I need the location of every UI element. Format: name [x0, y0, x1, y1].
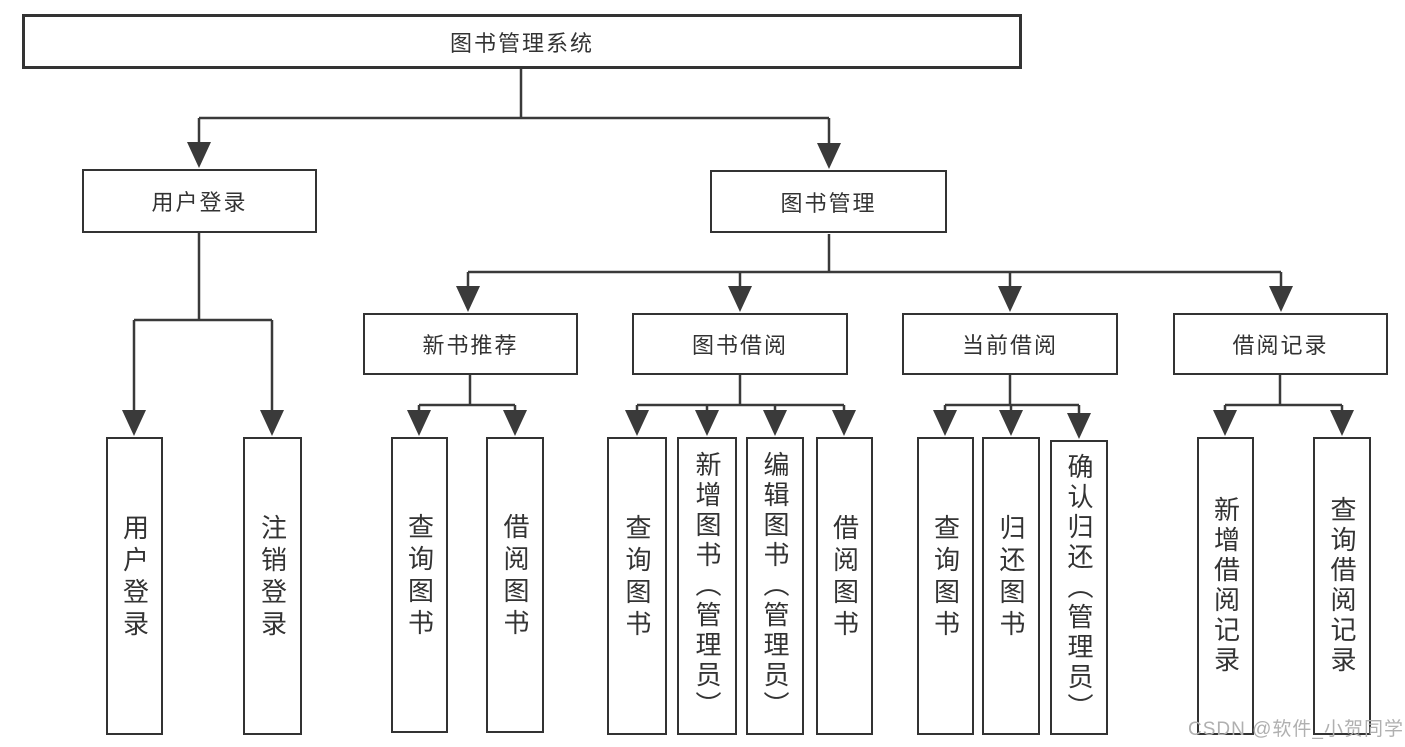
node-label: 编辑图书（管理员） — [760, 451, 790, 721]
arrow-down-icons — [122, 142, 1354, 439]
arrow-down-icon — [456, 286, 480, 312]
leaf-query-borrow-record: 查询借阅记录 — [1313, 437, 1371, 735]
arrow-down-icon — [1269, 286, 1293, 312]
arrow-down-icon — [817, 143, 841, 169]
arrow-down-icon — [122, 410, 146, 436]
tree-branch-lines — [132, 69, 1344, 417]
leaf-add-borrow-record: 新增借阅记录 — [1197, 437, 1254, 735]
node-label: 图书管理 — [780, 190, 877, 216]
node-label: 归还图书 — [996, 514, 1026, 642]
arrow-down-icon — [998, 286, 1022, 312]
node-borrowing-records: 借阅记录 — [1173, 313, 1388, 375]
leaf-query-books-current: 查询图书 — [917, 437, 974, 735]
arrow-down-icon — [260, 410, 284, 436]
leaf-query-books-borrowing: 查询图书 — [607, 437, 667, 735]
node-user-login: 用户登录 — [82, 169, 317, 233]
leaf-borrow-books-borrowing: 借阅图书 — [816, 437, 873, 735]
arrow-down-icon — [1213, 410, 1237, 436]
node-label: 借阅记录 — [1232, 333, 1329, 358]
node-label: 新增图书（管理员） — [692, 451, 722, 721]
node-label: 新书推荐 — [422, 333, 519, 358]
arrow-down-icon — [407, 410, 431, 436]
csdn-watermark: CSDN @软件_小贺同学 — [1188, 719, 1404, 740]
arrow-down-icon — [625, 410, 649, 436]
arrow-down-icon — [832, 410, 856, 436]
leaf-return-books: 归还图书 — [982, 437, 1040, 735]
node-label: 查询借阅记录 — [1327, 496, 1357, 676]
node-label: 借阅图书 — [500, 513, 530, 641]
node-label: 新增借阅记录 — [1210, 496, 1241, 676]
leaf-user-login: 用户登录 — [106, 437, 163, 735]
node-library-system: 图书管理系统 — [22, 14, 1022, 69]
leaf-logout: 注销登录 — [243, 437, 302, 735]
node-label: 图书借阅 — [691, 333, 788, 358]
node-label: 注销登录 — [257, 514, 288, 642]
arrow-down-icon — [933, 410, 957, 436]
arrow-down-icon — [503, 410, 527, 436]
arrow-down-icon — [187, 142, 211, 168]
node-label: 确认归还（管理员） — [1064, 452, 1094, 723]
node-label: 用户登录 — [119, 514, 150, 642]
node-book-borrowing: 图书借阅 — [632, 313, 848, 375]
arrow-down-icon — [1330, 410, 1354, 436]
arrow-down-icon — [695, 410, 719, 436]
leaf-edit-book-admin: 编辑图书（管理员） — [746, 437, 804, 735]
node-label: 当前借阅 — [961, 333, 1058, 358]
node-label: 查询图书 — [930, 514, 961, 642]
node-book-management: 图书管理 — [710, 170, 947, 233]
node-label: 图书管理系统 — [449, 30, 594, 56]
leaf-query-books-recommend: 查询图书 — [391, 437, 448, 733]
leaf-borrow-books-recommend: 借阅图书 — [486, 437, 544, 733]
leaf-add-book-admin: 新增图书（管理员） — [677, 437, 737, 735]
arrow-down-icon — [728, 286, 752, 312]
node-label: 用户登录 — [151, 190, 248, 215]
arrow-down-icon — [999, 410, 1023, 436]
arrow-down-icon — [1067, 413, 1091, 439]
arrow-down-icon — [763, 410, 787, 436]
node-label: 查询图书 — [404, 513, 435, 641]
node-label: 借阅图书 — [829, 514, 860, 642]
node-new-book-recommendation: 新书推荐 — [363, 313, 578, 375]
node-label: 查询图书 — [622, 514, 652, 642]
node-current-borrowing: 当前借阅 — [902, 313, 1118, 375]
leaf-confirm-return-admin: 确认归还（管理员） — [1050, 440, 1108, 735]
